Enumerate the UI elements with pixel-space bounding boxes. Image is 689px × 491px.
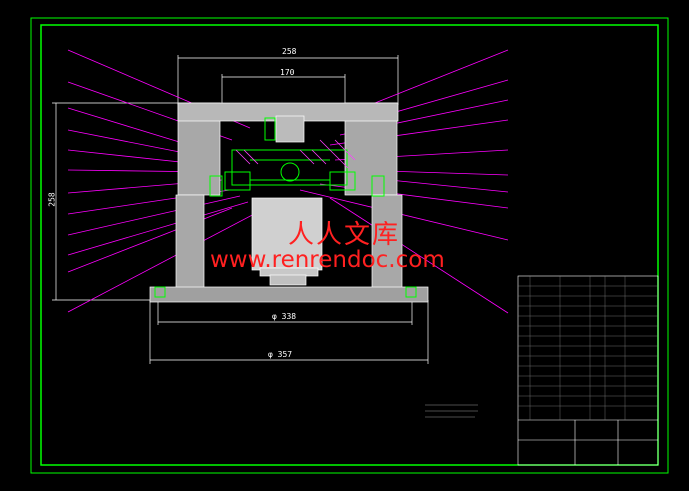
watermark-chinese: 人人文库 <box>288 220 401 250</box>
internal-parts <box>154 117 417 298</box>
outer-frame <box>30 17 669 474</box>
inner-frame <box>40 24 659 466</box>
dim-base-inner: φ 338 <box>272 312 297 321</box>
housing <box>149 102 429 303</box>
notes-block <box>425 404 478 418</box>
dim-top-inner: 170 <box>280 68 295 77</box>
parts-list-rows <box>518 276 658 420</box>
hatching <box>235 139 356 169</box>
dimension-lines <box>52 55 429 364</box>
dim-height: 258 <box>47 192 57 207</box>
leaders-right <box>299 49 509 314</box>
dim-base-outer: φ 357 <box>268 350 293 359</box>
dim-top-outer: 258 <box>282 47 297 56</box>
title-block <box>517 275 659 466</box>
watermark-url: www.renrendoc.com <box>210 247 445 273</box>
